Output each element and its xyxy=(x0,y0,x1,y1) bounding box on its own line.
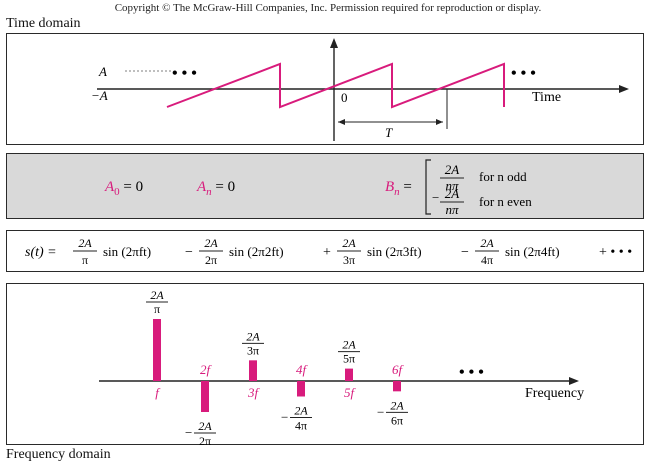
frequency-axis-label: Frequency xyxy=(525,386,584,401)
harmonic-frequency-label: 4f xyxy=(296,362,309,377)
amplitude-numerator: 2A xyxy=(198,419,212,433)
bn-even-sign: − xyxy=(432,190,439,205)
series-term-sine: sin (2π3ft) xyxy=(367,244,422,259)
spectral-line-5f xyxy=(345,368,353,381)
origin-label: 0 xyxy=(341,90,348,105)
sawtooth-wave xyxy=(166,62,505,109)
time-domain-label: Time domain xyxy=(6,16,81,31)
bn-even-denominator: nπ xyxy=(445,202,459,217)
series-term-denominator: 4π xyxy=(481,253,493,267)
harmonic-frequency-label: f xyxy=(155,385,161,400)
harmonic-frequency-label: 6f xyxy=(392,362,405,377)
spectrum-plot: Frequency • • • f2Aπ2f−2A2π3f2A3π4f−2A4π… xyxy=(99,288,584,448)
series-term-denominator: 3π xyxy=(343,253,355,267)
case-bracket xyxy=(425,159,431,215)
coefficients-formula: A0 = 0 An = 0 Bn = 2A nπ for n odd − 2A … xyxy=(104,159,532,217)
spectral-line-2f xyxy=(201,381,209,412)
series-term-numerator: 2A xyxy=(342,236,356,250)
harmonic-frequency-label: 3f xyxy=(247,385,261,400)
level-minus-a-label: −A xyxy=(91,88,108,103)
bn-even-numerator: 2A xyxy=(445,186,460,201)
harmonic-frequency-label: 5f xyxy=(344,385,357,400)
spectrum-ellipsis: • • • xyxy=(459,364,484,381)
amplitude-numerator: 2A xyxy=(294,404,308,418)
amplitude-sign: − xyxy=(185,425,192,440)
spectral-line-f xyxy=(153,319,161,381)
series-term-numerator: 2A xyxy=(78,236,92,250)
series-term-sine: sin (2π2ft) xyxy=(229,244,284,259)
amplitude-numerator: 2A xyxy=(246,329,260,343)
amplitude-denominator: 5π xyxy=(343,352,355,366)
amplitude-denominator: π xyxy=(154,302,160,316)
period-arrow-right xyxy=(436,119,443,125)
bn-odd-numerator: 2A xyxy=(445,162,460,177)
amplitude-axis-arrow xyxy=(330,38,338,48)
series-term-sine: sin (2πft) xyxy=(103,244,151,259)
series-term-numerator: 2A xyxy=(480,236,494,250)
spectral-line-4f xyxy=(297,381,305,397)
time-domain-panel: A −A 0 Time T • • • • • • xyxy=(6,33,644,145)
series-term-denominator: 2π xyxy=(205,253,217,267)
amplitude-numerator: 2A xyxy=(150,288,164,302)
bn-odd-denominator: nπ xyxy=(445,178,459,193)
copyright-notice: Copyright © The McGraw-Hill Companies, I… xyxy=(114,2,542,14)
amplitude-numerator: 2A xyxy=(390,398,404,412)
series-term-numerator: 2A xyxy=(204,236,218,250)
series-term-denominator: π xyxy=(82,253,88,267)
series-term-sign: − xyxy=(461,245,469,260)
bn-coefficient: Bn = xyxy=(385,179,412,198)
series-lhs: s(t) = xyxy=(25,245,57,260)
level-a-label: A xyxy=(98,64,107,79)
amplitude-numerator: 2A xyxy=(342,338,356,352)
amplitude-denominator: 3π xyxy=(247,343,259,357)
amplitude-denominator: 2π xyxy=(199,434,211,448)
amplitude-sign: − xyxy=(281,410,288,425)
an-coefficient: An = 0 xyxy=(196,179,235,198)
harmonic-frequency-label: 2f xyxy=(200,362,213,377)
time-axis-label: Time xyxy=(532,90,561,105)
frequency-domain-label: Frequency domain xyxy=(6,447,111,462)
series-term-sine: sin (2π4ft) xyxy=(505,244,560,259)
a0-coefficient: A0 = 0 xyxy=(104,179,143,198)
sawtooth-plot: A −A 0 Time T • • • • • • xyxy=(91,38,629,141)
time-axis-arrow xyxy=(619,85,629,93)
left-ellipsis: • • • xyxy=(172,65,197,82)
coefficients-panel: A0 = 0 An = 0 Bn = 2A nπ for n odd − 2A … xyxy=(6,153,644,219)
series-tail: + • • • xyxy=(599,245,632,260)
spectral-line-6f xyxy=(393,381,401,392)
amplitude-sign: − xyxy=(377,404,384,419)
series-term-sign: − xyxy=(185,245,193,260)
bn-odd-condition: for n odd xyxy=(479,169,527,184)
amplitude-denominator: 4π xyxy=(295,419,307,433)
spectral-line-3f xyxy=(249,360,257,381)
period-arrow-left xyxy=(338,119,345,125)
right-ellipsis: • • • xyxy=(511,65,536,82)
frequency-axis-arrow xyxy=(569,377,579,385)
amplitude-denominator: 6π xyxy=(391,413,403,427)
bn-even-condition: for n even xyxy=(479,194,532,209)
period-label: T xyxy=(385,125,393,140)
series-term-sign: + xyxy=(323,245,331,260)
